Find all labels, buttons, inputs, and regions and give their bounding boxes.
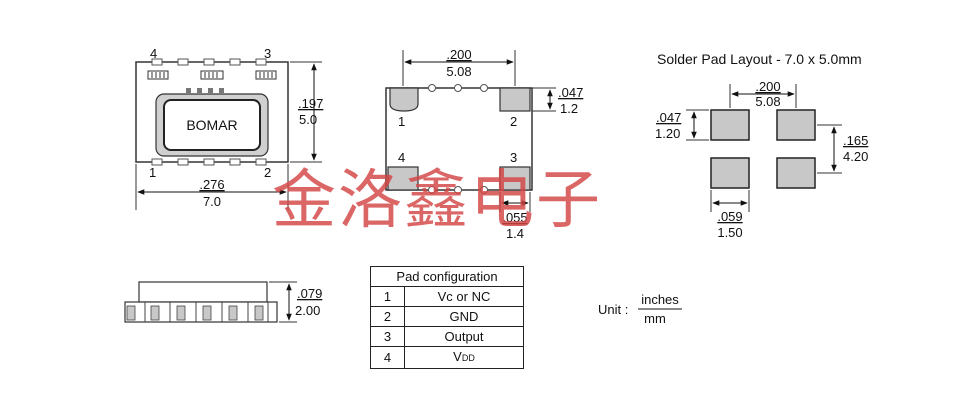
- table-row: 2 GND: [370, 306, 524, 327]
- pad-configuration-table: Pad configuration 1 Vc or NC 2 GND 3 Out…: [370, 266, 524, 369]
- bottom-pin-1: 1: [398, 114, 405, 129]
- bottom-view-castellations: [428, 84, 488, 194]
- side-height-in: .079: [297, 286, 322, 301]
- top-view-upper-pads: [147, 70, 277, 80]
- top-height-in: .197: [298, 96, 323, 111]
- table-row: 3 Output: [370, 326, 524, 347]
- bottom-pad-2: [499, 87, 531, 112]
- solder-pitch-x-mm: 5.08: [755, 94, 780, 109]
- bottom-pad-w-mm: 1.4: [506, 226, 524, 241]
- pad-number: 1: [370, 286, 405, 307]
- bottom-pad-w-in: .055: [502, 210, 527, 225]
- solder-pad-top-left: [710, 109, 750, 141]
- top-height-mm: 5.0: [299, 112, 317, 127]
- bottom-pad-4: [387, 166, 419, 191]
- top-view-components: [186, 88, 224, 93]
- pad-function: VDD: [404, 346, 524, 369]
- pad-function: GND: [404, 306, 524, 327]
- bottom-pin-2: 2: [510, 114, 517, 129]
- top-width-mm: 7.0: [203, 194, 221, 209]
- side-height-mm: 2.00: [295, 303, 320, 318]
- pad-function: Output: [404, 326, 524, 347]
- units-denominator: mm: [644, 311, 666, 326]
- solder-layout-title: Solder Pad Layout - 7.0 x 5.0mm: [657, 51, 862, 67]
- solder-pitch-y-in: .165: [843, 133, 868, 148]
- solder-pad-bottom-right: [776, 157, 816, 189]
- top-pin-1: 1: [149, 165, 156, 180]
- pad-function: Vc or NC: [404, 286, 524, 307]
- top-view-lid-inner: [163, 99, 261, 151]
- solder-pad-h-in: .047: [656, 110, 681, 125]
- bottom-pitch-in: .200: [446, 47, 471, 62]
- solder-pad-w-mm: 1.50: [717, 225, 742, 240]
- solder-pad-top-right: [776, 109, 816, 141]
- vdd-subscript: DD: [461, 353, 475, 363]
- top-view: BOMAR 4 3 1 2 .276 7.0 .197 5.0: [135, 46, 323, 210]
- pad-number: 4: [370, 346, 405, 369]
- side-view-base: [124, 301, 278, 323]
- solder-pitch-y-mm: 4.20: [843, 149, 868, 164]
- top-pin-4: 4: [150, 46, 157, 61]
- units-numerator: inches: [641, 292, 679, 307]
- brand-label: BOMAR: [186, 117, 237, 133]
- watermark-text: 金洛鑫电子: [272, 164, 602, 238]
- table-row: 1 Vc or NC: [370, 286, 524, 307]
- table-header: Pad configuration: [370, 266, 524, 287]
- units-prefix: Unit :: [598, 302, 628, 317]
- side-view-terminals: [126, 305, 264, 321]
- table-row: 4 VDD: [370, 346, 524, 369]
- bottom-pin-4: 4: [398, 150, 405, 165]
- top-pin-3: 3: [264, 46, 271, 61]
- top-view-castellations: [151, 58, 267, 166]
- table-header-row: Pad configuration: [370, 266, 524, 287]
- vdd-main: V: [453, 349, 462, 364]
- top-width-in: .276: [199, 177, 224, 192]
- units-legend: Unit : inches mm: [598, 292, 682, 326]
- bottom-pin-3: 3: [510, 150, 517, 165]
- bottom-pad-h-mm: 1.2: [560, 101, 578, 116]
- solder-pad-bottom-left: [710, 157, 750, 189]
- bottom-pad-3: [499, 166, 531, 191]
- pad-number: 2: [370, 306, 405, 327]
- side-view-lid: [138, 281, 268, 303]
- solder-pad-layout: Solder Pad Layout - 7.0 x 5.0mm .200 5.0…: [655, 51, 868, 240]
- top-pin-2: 2: [264, 165, 271, 180]
- bottom-view: 1 2 4 3 .200 5.08 .047 1.2 .055 1.4: [385, 47, 583, 241]
- pad-number: 3: [370, 326, 405, 347]
- solder-pad-w-in: .059: [717, 209, 742, 224]
- bottom-pad-1: [389, 87, 419, 112]
- bottom-pad-h-in: .047: [558, 85, 583, 100]
- bottom-pitch-mm: 5.08: [446, 64, 471, 79]
- side-view: .079 2.00: [124, 281, 322, 323]
- solder-pitch-x-in: .200: [755, 79, 780, 94]
- solder-pad-h-mm: 1.20: [655, 126, 680, 141]
